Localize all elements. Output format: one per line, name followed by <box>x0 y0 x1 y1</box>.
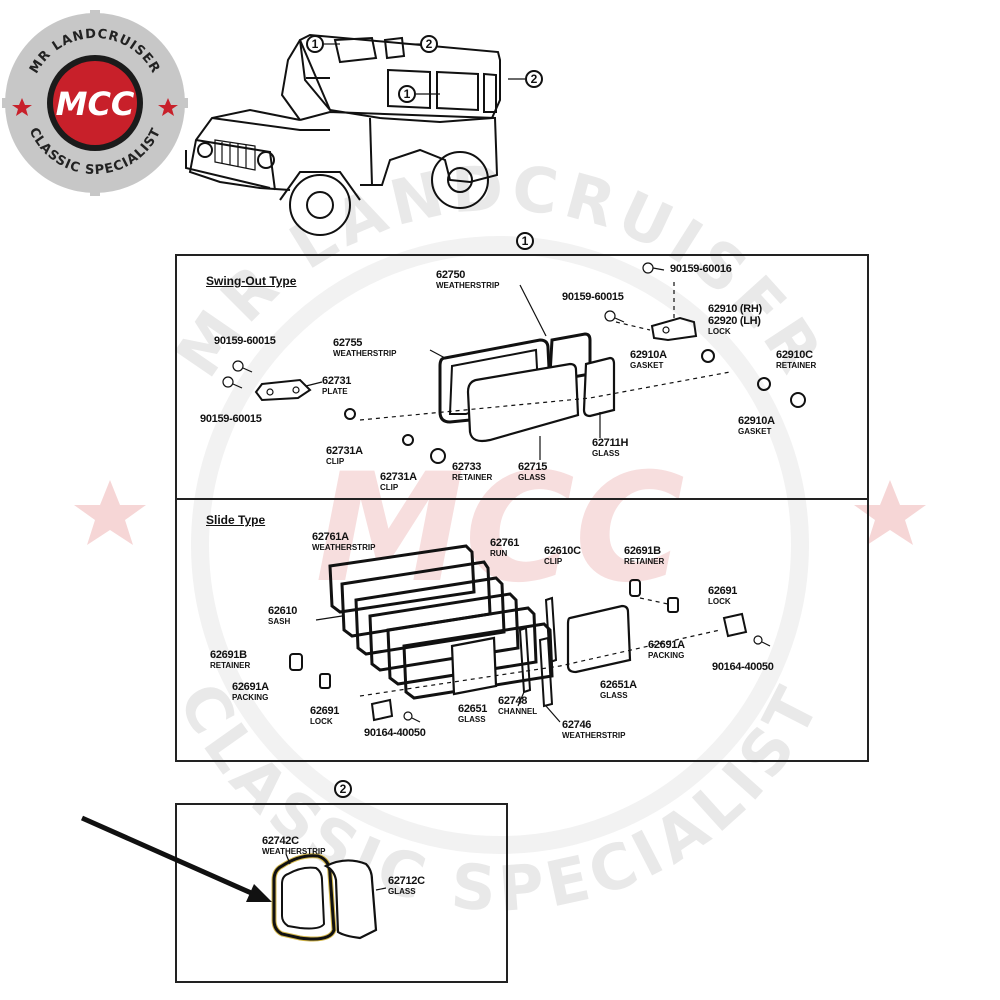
part-90159-60016: 90159-60016 <box>670 263 732 275</box>
weatherstrip-62755-shape <box>438 338 552 424</box>
section-2-number: 2 <box>334 780 352 798</box>
slide-type-title: Slide Type <box>206 513 266 527</box>
glass-62711h-shape <box>582 356 616 418</box>
part-90159-60015-c: 90159-60015 <box>200 413 262 425</box>
logo-badge <box>53 61 137 145</box>
swing-out-title: Swing-Out Type <box>206 274 297 288</box>
lock-62910-shape <box>650 316 698 342</box>
brand-logo: MR LANDCRUISER CLASSIC SPECIALIST MCC <box>2 10 188 196</box>
plate-62731-shape <box>254 378 312 402</box>
section-1-number: 1 <box>516 232 534 250</box>
section-1-panel <box>175 254 869 762</box>
glass-62712c-shape <box>323 859 378 940</box>
glass-62715-shape <box>466 362 580 443</box>
section-2-panel <box>175 803 508 983</box>
callout-2-roof: 2 <box>420 35 438 53</box>
run-62761-shape <box>354 576 506 656</box>
part-90164-40050-right: 90164-40050 <box>712 661 774 673</box>
callout-2-rear: 2 <box>525 70 543 88</box>
section-divider <box>175 498 869 500</box>
part-62910-rh: 62910 (RH) <box>708 303 762 315</box>
callout-1-side: 1 <box>398 85 416 103</box>
callout-1-roof: 1 <box>306 35 324 53</box>
logo-star-left <box>12 98 32 116</box>
channel-62748-shape <box>518 626 532 694</box>
glass-62651a-shape <box>566 604 632 674</box>
logo-star-right <box>158 98 178 116</box>
logo-center-text: MCC <box>56 85 135 123</box>
part-62920-lh: 62920 (LH)LOCK <box>708 315 761 337</box>
part-90159-60015-a: 90159-60015 <box>562 291 624 303</box>
weatherstrip-62761a-shape <box>328 544 476 614</box>
pointer-arrow <box>80 815 272 902</box>
part-90159-60015-b: 90159-60015 <box>214 335 276 347</box>
part-90164-40050-left: 90164-40050 <box>364 727 426 739</box>
weatherstrip-62746-shape <box>538 636 554 708</box>
